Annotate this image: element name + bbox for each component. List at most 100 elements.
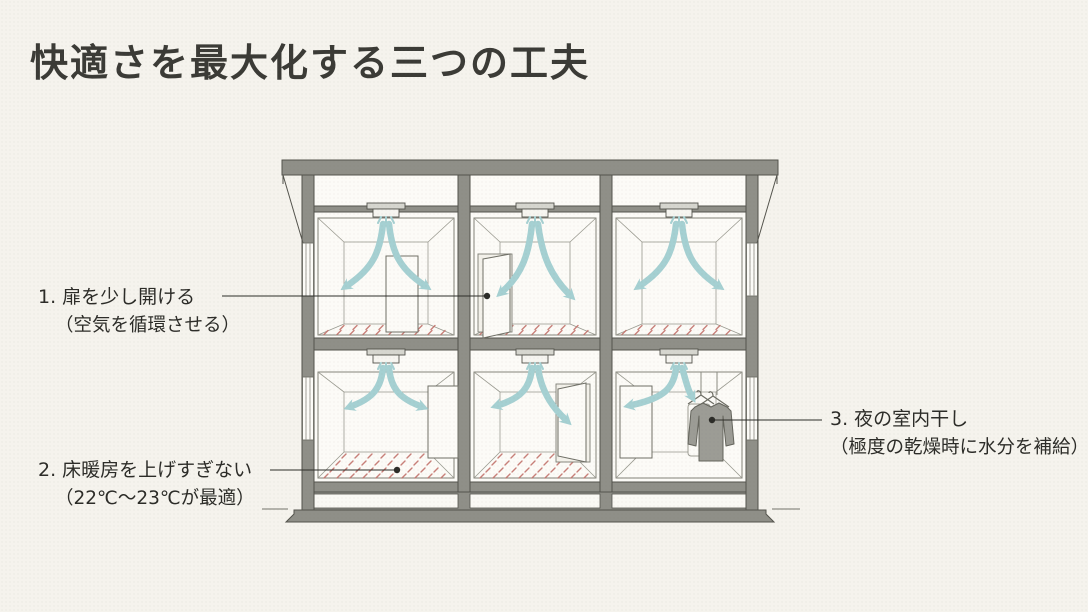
floor-heating-dash	[393, 453, 399, 459]
ceiling-vent-icon	[665, 354, 693, 364]
floor-heating-dash	[544, 473, 550, 479]
wall-window	[746, 242, 758, 297]
airflow-arrow	[385, 364, 429, 411]
floor-heating-dash	[413, 460, 419, 466]
floor-heating-dash	[518, 329, 524, 336]
room-perspective-line	[427, 217, 455, 243]
airflow-arrow	[340, 220, 387, 291]
floor-heating-dash	[341, 453, 347, 459]
mid-floor-slab	[301, 337, 759, 351]
room-perspective-line	[569, 323, 597, 336]
floor-heating-dash	[348, 460, 354, 466]
floor-heating-dash	[361, 460, 367, 466]
ceiling-vent-icon	[372, 208, 400, 218]
ground-floor-slab	[301, 481, 759, 493]
floor-heating-dash	[380, 453, 386, 459]
floor-heating-dash	[518, 473, 524, 479]
room-perspective-line	[715, 217, 743, 243]
vent-air-spray	[377, 216, 382, 224]
floor-heating-dash	[547, 324, 553, 331]
ceiling-vent-icon	[366, 348, 406, 356]
annotation-door: 1. 扉を少し開ける （空気を循環させる）	[38, 285, 240, 338]
floor-heating-dash	[534, 324, 540, 331]
vent-air-spray	[539, 362, 544, 370]
vent-air-spray	[539, 216, 544, 224]
annotation-laundry-note: （極度の乾燥時に水分を補給）	[830, 437, 1088, 458]
leader-lines	[222, 292, 822, 474]
partition-column	[599, 173, 613, 493]
floor-heating-dash	[362, 473, 368, 479]
floor-heating-dash	[427, 329, 433, 336]
floor-heating-dash	[419, 453, 425, 459]
floor-heating-dash	[323, 473, 329, 479]
floor-heating-dash	[497, 453, 503, 459]
room-perspective-line	[473, 371, 501, 393]
floor-heating-dash	[407, 467, 413, 473]
floor-heating-dash	[560, 324, 566, 331]
floor-heating-dash	[544, 329, 550, 336]
floor-heating-dash	[433, 467, 439, 473]
airflow-arrow	[490, 364, 536, 411]
vent-air-spray	[526, 216, 531, 224]
floor-heating-dash	[725, 329, 731, 336]
hanging-shirt-icon	[687, 372, 735, 462]
room-outline	[615, 371, 743, 479]
airflow-arrow	[496, 220, 536, 298]
annotation-laundry: 3. 夜の室内干し （極度の乾燥時に水分を補給）	[830, 407, 1088, 460]
annotation-floor-heating-note: （22℃〜23℃が最適）	[55, 488, 255, 509]
floor-heating-dash	[349, 329, 355, 336]
floor-heating-dash	[621, 329, 627, 336]
floor-heating-dash	[530, 460, 536, 466]
floor-heating-dash	[375, 473, 381, 479]
leader-dot	[483, 292, 491, 300]
door-closed-icon	[619, 385, 653, 459]
floor-heating-dash	[430, 324, 436, 331]
vent-air-spray	[670, 216, 675, 224]
floor-heating-dash	[505, 473, 511, 479]
partition-column	[457, 173, 471, 493]
floor-heating-dash	[543, 460, 549, 466]
floor-heating-dash	[712, 329, 718, 336]
room-outline	[473, 371, 597, 479]
floor-heating-dash	[583, 329, 589, 336]
annotation-floor-heating-label: 2. 床暖房を上げすぎない	[38, 459, 253, 481]
room-perspective-line	[317, 217, 345, 243]
airflow-arrow	[678, 220, 725, 291]
base-plate	[284, 509, 776, 523]
room-perspective-line	[317, 371, 345, 393]
vent-air-spray	[377, 362, 382, 370]
floor-heating-dash	[660, 329, 666, 336]
ceiling-vent-icon	[366, 202, 406, 210]
vent-air-spray	[670, 362, 675, 370]
roof-slab	[281, 159, 779, 176]
floor-heating-dash	[440, 329, 446, 336]
room-perspective-line	[427, 323, 455, 336]
floor-heating-dash	[365, 324, 371, 331]
floor-heating-dash	[557, 329, 563, 336]
ceiling-vent-icon	[665, 208, 693, 218]
floor-heating-dash	[563, 467, 569, 473]
floor-heating-dash	[576, 467, 582, 473]
floor-heating-dash	[339, 324, 345, 331]
floor-heating-dash	[374, 460, 380, 466]
door-ajar-icon	[555, 382, 591, 463]
floor-heating-dash	[420, 467, 426, 473]
foundation-vent	[313, 493, 459, 509]
floor-heating-dash	[354, 453, 360, 459]
vent-air-spray	[390, 362, 395, 370]
floor-heating-dash	[650, 324, 656, 331]
floor-heating-dash	[702, 324, 708, 331]
floor-heating-dash	[510, 453, 516, 459]
floor-heating-dash	[504, 460, 510, 466]
airflow-arrow	[633, 220, 680, 291]
airflow-arrow	[623, 364, 680, 411]
floor-heating-dash	[323, 329, 329, 336]
room-perspective-line	[473, 451, 501, 479]
annotation-door-label: 1. 扉を少し開ける	[38, 286, 196, 308]
room-perspective-line	[569, 217, 597, 243]
floor-heating-dash	[352, 324, 358, 331]
wall-window	[302, 376, 314, 441]
leader-dot	[393, 466, 401, 474]
door-closed-icon	[427, 385, 459, 459]
floor-heating-dash	[689, 324, 695, 331]
